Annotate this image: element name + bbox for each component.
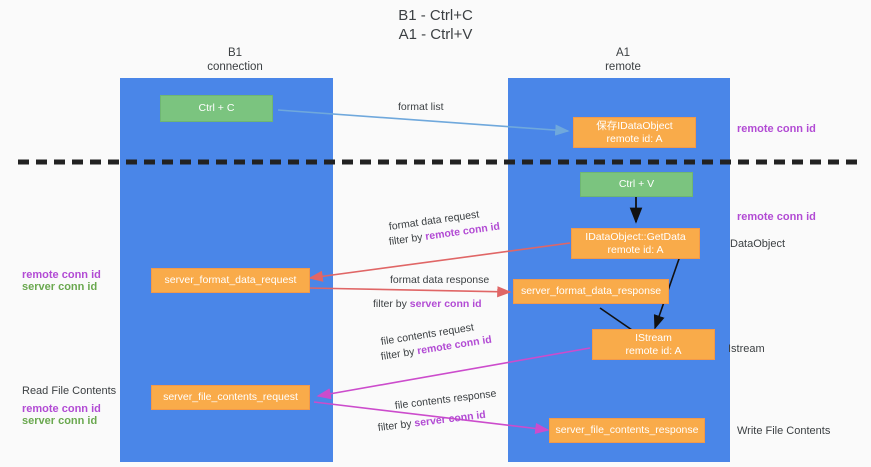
- node-save-idataobject[interactable]: 保存IDataObject remote id: A: [573, 117, 696, 148]
- edge-label-format-data-response: format data response: [390, 274, 489, 287]
- node-ctrl-c-label: Ctrl + C: [198, 102, 235, 114]
- annotation-right-remote-conn-id-mid: remote conn id: [737, 211, 816, 223]
- node-server-file-contents-response[interactable]: server_file_contents_response: [549, 418, 705, 443]
- arrow-file-contents-response: [313, 401, 550, 435]
- title-line-1: B1 - Ctrl+C: [398, 7, 473, 24]
- annotation-left-remote-conn-id-b: remote conn id: [22, 403, 101, 415]
- edge-label-format-data-response-filter: filter by server conn id: [373, 298, 482, 311]
- node-save-idataobject-line2: remote id: A: [606, 132, 663, 145]
- annotation-left-server-conn-id-b: server conn id: [22, 415, 98, 427]
- diagram-title: B1 - Ctrl+C A1 - Ctrl+V: [0, 6, 871, 44]
- arrow-file-contents-request: [316, 347, 591, 400]
- filter-key-server-conn-id: server conn id: [409, 298, 482, 310]
- node-istream-line1: IStream: [635, 331, 672, 344]
- annotation-left-remote-conn-id-a: remote conn id: [22, 269, 101, 281]
- annotation-write-file-contents: Write File Contents: [737, 425, 831, 437]
- node-server-format-data-response[interactable]: server_format_data_response: [513, 279, 669, 304]
- column-header-b1: B1 connection: [120, 46, 350, 74]
- edge-label-format-list: format list: [398, 101, 444, 114]
- arrow-format-list: [277, 109, 570, 136]
- node-idataobject-getdata[interactable]: IDataObject::GetData remote id: A: [571, 228, 700, 259]
- arrow-format-data-request: [308, 242, 571, 282]
- node-getdata-line2: remote id: A: [607, 243, 664, 256]
- column-header-a1-name: A1: [615, 47, 631, 59]
- node-ctrl-v[interactable]: Ctrl + V: [580, 172, 693, 197]
- node-istream[interactable]: IStream remote id: A: [592, 329, 715, 360]
- node-server-format-data-request[interactable]: server_format_data_request: [151, 268, 310, 293]
- arrow-format-data-response: [307, 286, 512, 298]
- node-server-format-data-response-label: server_format_data_response: [520, 285, 662, 297]
- node-server-format-data-request-label: server_format_data_request: [164, 274, 297, 286]
- edge-label-format-data-response-text: format data response: [390, 274, 490, 286]
- node-server-file-contents-request-label: server_file_contents_request: [163, 391, 298, 403]
- title-line-2: A1 - Ctrl+V: [398, 26, 473, 43]
- column-header-b1-name: B1: [227, 47, 243, 59]
- annotation-dataobject: DataObject: [730, 238, 786, 250]
- node-server-file-contents-request[interactable]: server_file_contents_request: [151, 385, 310, 410]
- node-istream-line2: remote id: A: [625, 344, 682, 357]
- column-header-b1-role: connection: [207, 61, 263, 73]
- annotation-right-remote-conn-id-top: remote conn id: [737, 123, 816, 135]
- column-header-a1: A1 remote: [508, 46, 738, 74]
- column-header-a1-role: remote: [605, 61, 641, 73]
- edge-label-format-list-text: format list: [398, 101, 444, 113]
- node-getdata-line1: IDataObject::GetData: [585, 230, 686, 243]
- filter-prefix: filter by: [373, 298, 410, 310]
- node-save-idataobject-line1: 保存IDataObject: [596, 119, 673, 132]
- annotation-read-file-contents: Read File Contents: [22, 385, 117, 397]
- node-server-file-contents-response-label: server_file_contents_response: [555, 424, 699, 436]
- node-ctrl-c[interactable]: Ctrl + C: [160, 95, 273, 122]
- node-ctrl-v-label: Ctrl + V: [618, 178, 655, 190]
- annotation-left-server-conn-id-a: server conn id: [22, 281, 98, 293]
- annotation-istream: Istream: [728, 343, 765, 355]
- arrow-response-to-istream: [599, 307, 633, 331]
